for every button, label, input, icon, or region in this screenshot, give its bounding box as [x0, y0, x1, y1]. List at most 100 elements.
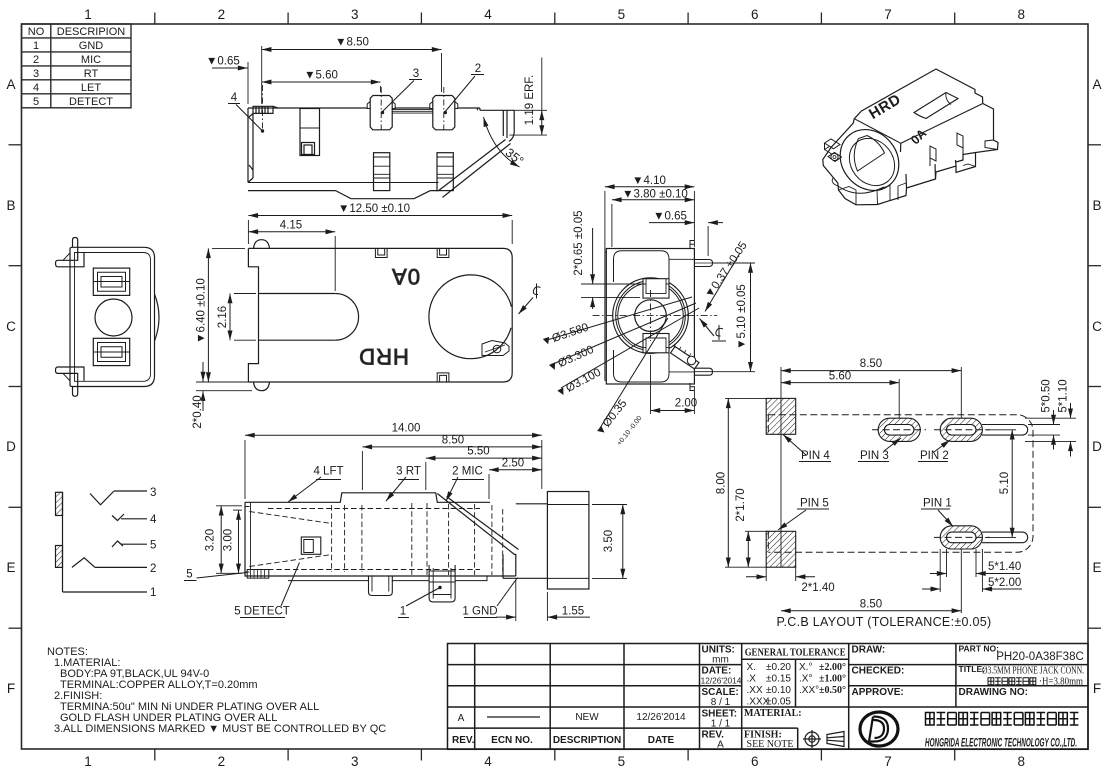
svg-text:1 / 1: 1 / 1: [711, 719, 731, 730]
svg-text:F: F: [7, 681, 15, 696]
svg-text:4 LFT: 4 LFT: [313, 466, 343, 478]
svg-text:DETECT: DETECT: [69, 96, 113, 108]
svg-text:5 DETECT: 5 DETECT: [234, 606, 290, 618]
svg-text:D: D: [1092, 439, 1102, 454]
svg-text:A: A: [717, 740, 724, 751]
svg-text:PIN 2: PIN 2: [920, 450, 949, 462]
svg-text:E: E: [1092, 560, 1101, 575]
svg-text:2 MIC: 2 MIC: [452, 466, 483, 478]
svg-text:±0.15: ±0.15: [766, 674, 791, 685]
svg-text:2: 2: [218, 754, 226, 769]
svg-text:2: 2: [33, 54, 39, 66]
svg-text:1 GND: 1 GND: [462, 606, 497, 618]
svg-text:SCALE:: SCALE:: [702, 687, 739, 698]
svg-text:PIN 3: PIN 3: [860, 450, 889, 462]
svg-text:2.00: 2.00: [675, 398, 697, 410]
svg-text:REV.: REV.: [452, 735, 475, 746]
svg-text:2: 2: [218, 7, 226, 22]
svg-text:TERMINAL:COPPER ALLOY,T=0.20mm: TERMINAL:COPPER ALLOY,T=0.20mm: [60, 679, 258, 691]
svg-text:DESCRIPTION: DESCRIPTION: [553, 735, 621, 746]
svg-text:PIN 5: PIN 5: [800, 498, 829, 510]
svg-text:1: 1: [33, 40, 39, 52]
svg-text:F: F: [1093, 681, 1101, 696]
svg-text:NO: NO: [28, 26, 45, 38]
svg-text:3.50: 3.50: [603, 530, 615, 552]
svg-text:▼12.50 ±0.10: ▼12.50 ±0.10: [338, 203, 410, 215]
svg-text:BODY:PA 9T,BLACK,UL 94V-0: BODY:PA 9T,BLACK,UL 94V-0: [60, 668, 209, 680]
svg-text:35°: 35°: [503, 146, 527, 169]
svg-text:2*1.70: 2*1.70: [735, 488, 747, 521]
svg-text:5*0.50: 5*0.50: [1041, 379, 1053, 412]
svg-text:5: 5: [33, 96, 39, 108]
svg-text:8 / 1: 8 / 1: [711, 697, 731, 708]
svg-text:8.50: 8.50: [860, 599, 882, 611]
svg-text:HRD: HRD: [866, 91, 904, 123]
svg-text:2*0.65 ±0.05: 2*0.65 ±0.05: [573, 210, 585, 275]
svg-text:8: 8: [1018, 7, 1026, 22]
svg-text:1: 1: [84, 754, 92, 769]
svg-text:5: 5: [186, 569, 192, 581]
svg-text:APPROVE:: APPROVE:: [852, 687, 904, 698]
svg-text:PART NO:: PART NO:: [959, 644, 1000, 654]
svg-text:±1.00°: ±1.00°: [819, 674, 846, 685]
svg-text:.XXX: .XXX: [747, 697, 770, 708]
svg-text:.X°: .X°: [799, 674, 812, 685]
svg-text:X.°: X.°: [799, 662, 812, 673]
svg-text:MATERIAL:: MATERIAL:: [744, 708, 802, 719]
svg-text:E: E: [6, 560, 15, 575]
svg-text:5*2.00: 5*2.00: [988, 577, 1021, 589]
svg-text:NOTES:: NOTES:: [47, 646, 88, 658]
svg-text:0A: 0A: [391, 264, 420, 289]
svg-text:3: 3: [150, 487, 156, 499]
svg-text:B: B: [6, 198, 15, 213]
svg-text:1: 1: [84, 7, 92, 22]
svg-text:.XX°: .XX°: [799, 685, 819, 696]
svg-text:HONGRIDA ELECTRONIC TECHNOLOGY: HONGRIDA ELECTRONIC TECHNOLOGY CO.,LTD.: [925, 738, 1077, 750]
svg-text:DATE:: DATE:: [702, 666, 732, 677]
svg-text:8.50: 8.50: [860, 358, 882, 370]
svg-text:12/26'2014: 12/26'2014: [636, 712, 686, 723]
svg-text:±0.20: ±0.20: [766, 662, 791, 673]
svg-text:▼6.40 ±0.10: ▼6.40 ±0.10: [196, 278, 208, 344]
svg-text:.X: .X: [747, 674, 757, 685]
svg-text:FINISH:: FINISH:: [744, 730, 782, 741]
svg-text:D: D: [6, 439, 16, 454]
svg-text:3: 3: [413, 68, 419, 80]
svg-text:0A: 0A: [908, 126, 929, 147]
svg-text:LET: LET: [81, 82, 101, 94]
svg-text:1: 1: [400, 606, 406, 618]
svg-text:B: B: [1092, 198, 1101, 213]
svg-text:2*1.40: 2*1.40: [801, 582, 834, 594]
svg-text:REV.: REV.: [702, 730, 725, 741]
svg-text:3.00: 3.00: [223, 529, 235, 551]
svg-text:A: A: [6, 77, 15, 92]
svg-text:5*1.40: 5*1.40: [988, 561, 1021, 573]
svg-text:▼8.50: ▼8.50: [335, 37, 369, 49]
svg-text:GOLD FLASH UNDER PLATING OVER: GOLD FLASH UNDER PLATING OVER ALL: [60, 712, 277, 724]
svg-text:2*0.40: 2*0.40: [192, 395, 204, 428]
svg-text:4: 4: [150, 514, 157, 526]
svg-text:CHECKED:: CHECKED:: [852, 666, 905, 677]
svg-text:7: 7: [884, 754, 892, 769]
svg-text:2: 2: [475, 63, 481, 75]
svg-text:1: 1: [150, 587, 156, 599]
svg-text:▼Ø3.300: ▼Ø3.300: [546, 344, 596, 375]
svg-text:GENERAL TOLERANCE: GENERAL TOLERANCE: [745, 648, 846, 659]
svg-text:DRAWING NO:: DRAWING NO:: [959, 687, 1028, 698]
svg-text:·H=3.80mm: ·H=3.80mm: [1039, 677, 1083, 688]
svg-text:.XX: .XX: [747, 685, 763, 696]
svg-text:TITLE:: TITLE:: [959, 664, 986, 674]
svg-text:▼Ø3.580: ▼Ø3.580: [540, 321, 590, 348]
svg-text:5*1.10: 5*1.10: [1058, 379, 1070, 412]
svg-text:3: 3: [33, 68, 39, 80]
svg-text:6: 6: [751, 754, 759, 769]
svg-text:4.15: 4.15: [280, 220, 302, 232]
svg-text:▼Ø3.100: ▼Ø3.100: [554, 367, 603, 401]
svg-text:7: 7: [884, 7, 892, 22]
svg-text:▼5.10 ±0.05: ▼5.10 ±0.05: [736, 284, 748, 350]
svg-text:±0.10: ±0.10: [766, 685, 791, 696]
svg-text:8.00: 8.00: [715, 472, 727, 494]
svg-text:+0.10 -0.00: +0.10 -0.00: [616, 415, 644, 447]
svg-text:14.00: 14.00: [392, 423, 421, 435]
svg-text:TERMINA:50u" MIN Ni UNDER PLAT: TERMINA:50u" MIN Ni UNDER PLATING OVER A…: [60, 701, 319, 713]
